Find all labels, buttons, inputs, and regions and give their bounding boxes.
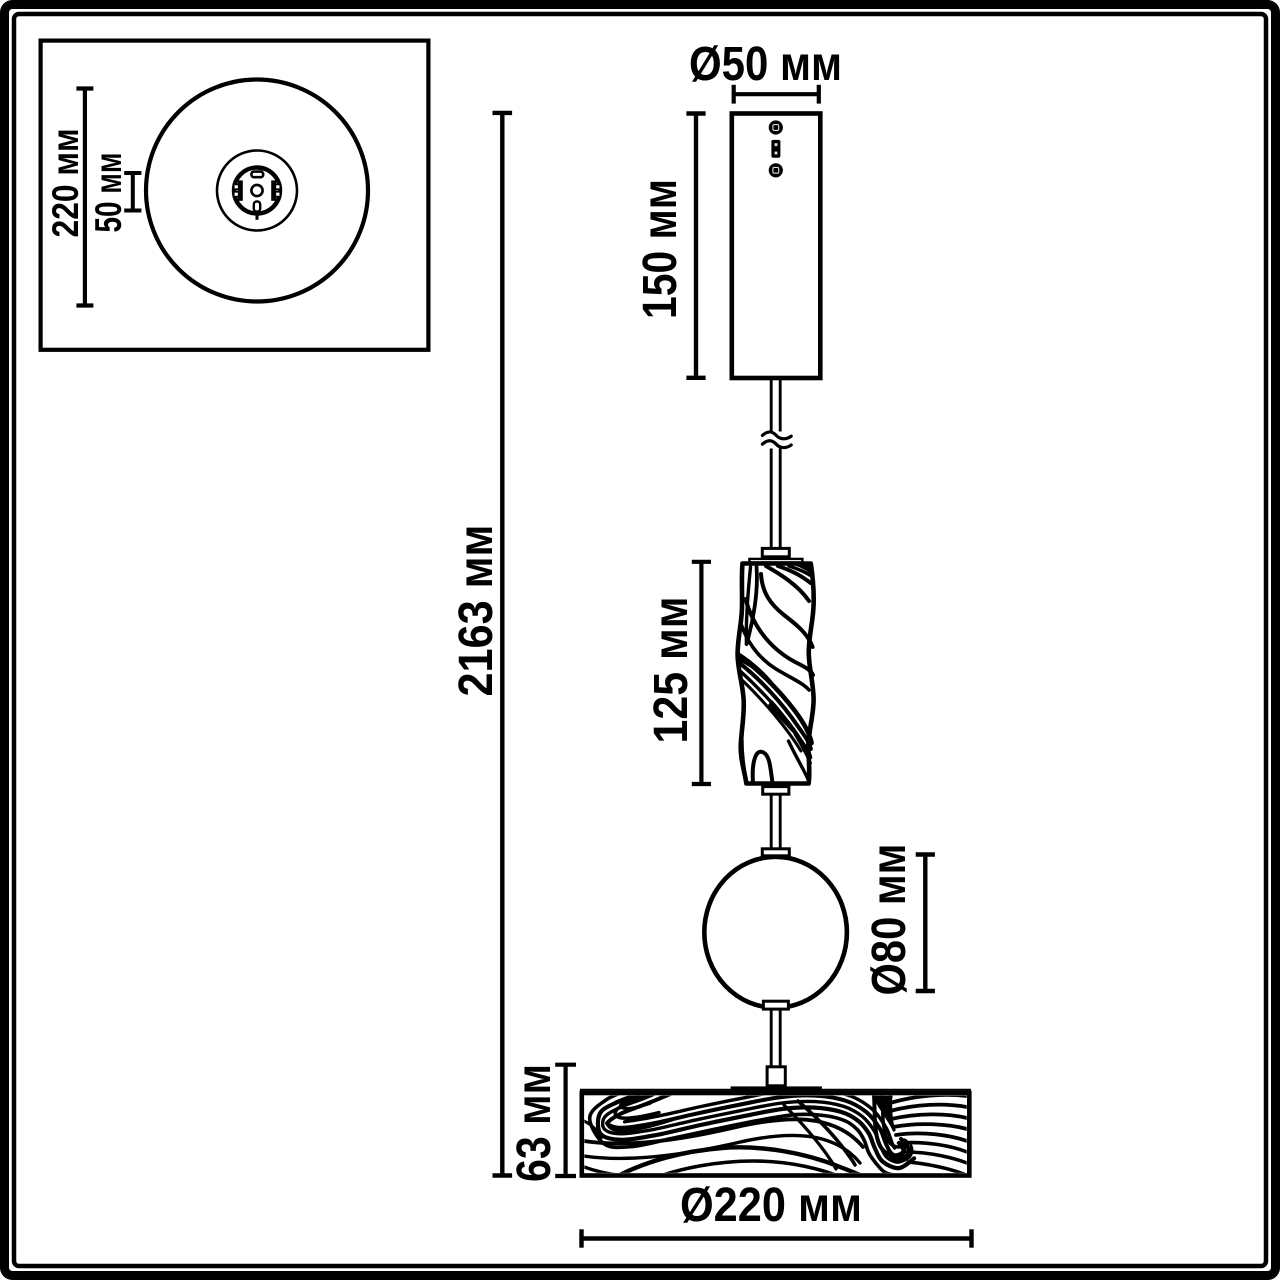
dim-overall-height <box>492 110 513 1178</box>
sphere-element <box>701 847 850 1011</box>
dim-disc-diameter-label: Ø220 мм <box>680 1179 862 1232</box>
sphere-bottom-connector <box>761 999 790 1011</box>
dim-glass-height-label: 125 мм <box>645 597 698 744</box>
dim-glass-height <box>691 559 711 787</box>
disc-stem-ferrule <box>765 1065 787 1088</box>
dim-disc-height-label: 63 мм <box>508 1064 561 1182</box>
glass-top-ferrule <box>760 546 791 559</box>
dim-canopy-height-label: 150 мм <box>634 179 687 319</box>
plan-dim-50 <box>124 171 142 213</box>
dim-sphere-diameter-label: Ø80 мм <box>863 844 916 996</box>
cable-break-symbol <box>760 430 793 450</box>
disc-shade <box>579 1065 972 1178</box>
suspension-cable <box>769 378 782 1067</box>
sphere-top-connector <box>760 847 791 858</box>
twisted-glass-element <box>735 546 816 796</box>
dim-disc-height <box>555 1062 576 1179</box>
dim-sphere-diameter <box>915 852 935 994</box>
canopy-screws <box>768 120 783 178</box>
sphere-body <box>701 854 850 1011</box>
plan-dim-220-label: 220 мм <box>45 129 86 238</box>
dim-canopy-height <box>686 111 706 380</box>
disc-grain-shadows <box>604 1095 914 1163</box>
dim-canopy-diameter-label: Ø50 мм <box>689 38 842 91</box>
plan-dim-220 <box>76 86 94 308</box>
dim-disc-diameter <box>579 1229 974 1248</box>
frame-inner-border <box>11 11 1269 1269</box>
disc-woodgrain-texture <box>584 1095 967 1173</box>
plan-canopy-circle <box>215 149 299 232</box>
canopy <box>729 111 823 381</box>
plan-dim-50-label: 50 мм <box>88 153 129 233</box>
glass-bottom-ferrule <box>761 785 791 796</box>
glass-twist-shadow-2 <box>768 700 803 743</box>
plan-view-inset: 220 мм 50 мм <box>38 38 431 352</box>
dim-overall-height-label: 2163 мм <box>450 525 503 697</box>
glass-twist-texture <box>736 564 815 785</box>
plan-mount-socket <box>231 165 283 220</box>
glass-twist-shadow-3 <box>795 565 813 575</box>
dim-canopy-diameter <box>731 84 821 104</box>
plan-shade-circle <box>143 77 371 304</box>
glass-twist-shadow-1 <box>738 652 773 682</box>
